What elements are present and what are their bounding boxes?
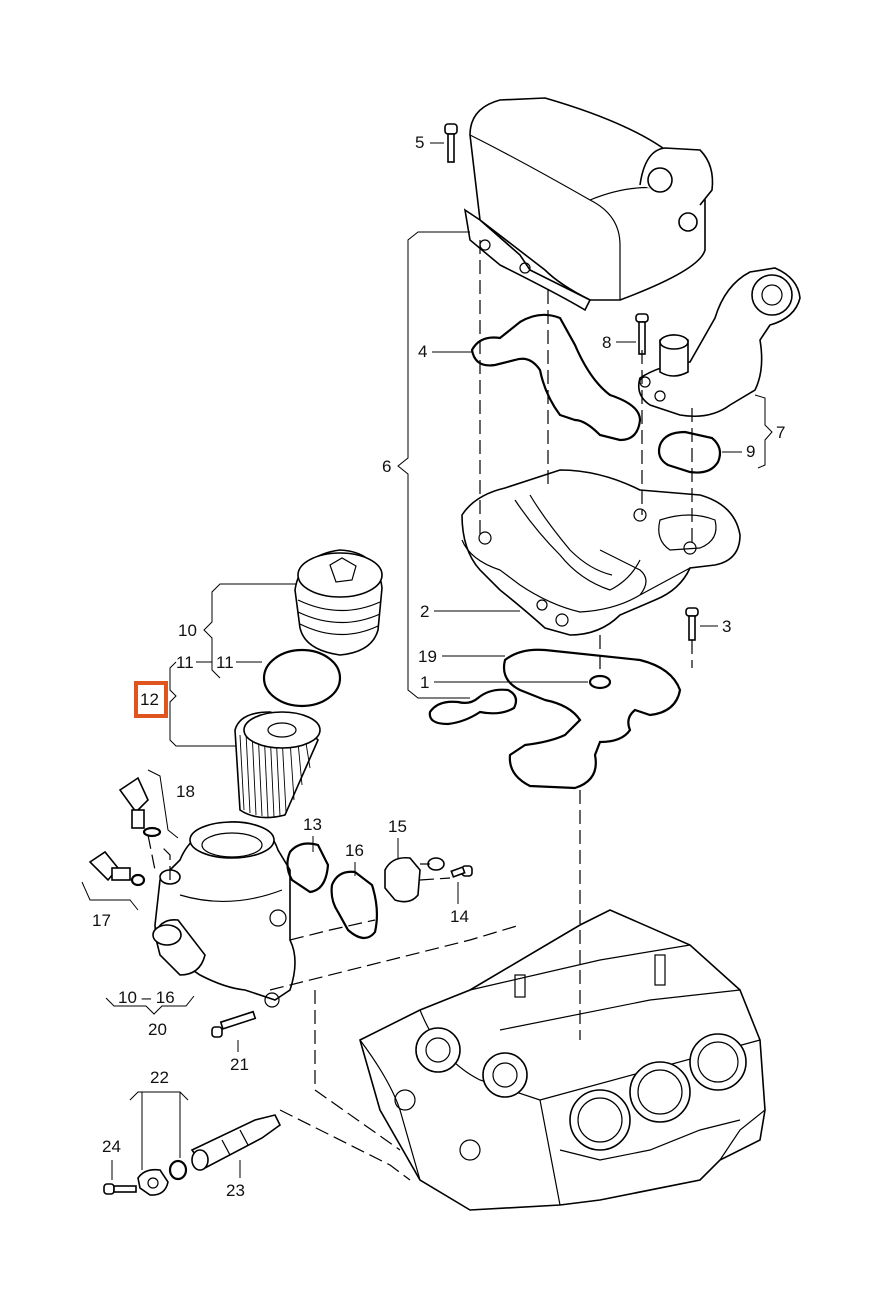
callout-21: 21: [230, 1055, 249, 1074]
alignment-line-12: [279, 1109, 411, 1181]
callout-11a: 11: [176, 653, 194, 672]
sensor-17[interactable]: [88, 850, 146, 887]
bolt-3[interactable]: [685, 607, 699, 641]
callout-19: 19: [418, 647, 437, 666]
callout-22: 22: [150, 1068, 169, 1087]
callout-15: 15: [388, 817, 407, 836]
gasket-16[interactable]: [330, 870, 379, 940]
alignment-line-14: [419, 877, 451, 881]
seal-9[interactable]: [657, 430, 722, 474]
oil-cooler[interactable]: [463, 97, 714, 312]
o-ring-1[interactable]: [588, 674, 612, 690]
alignment-line-11: [314, 990, 401, 1151]
callout-10: 10: [178, 621, 197, 640]
sensor-18[interactable]: [118, 776, 162, 838]
alignment-line-13: [289, 919, 376, 941]
callout-10-16: 10 – 16: [118, 988, 175, 1007]
callout-3: 3: [722, 617, 731, 636]
callout-1: 1: [420, 673, 429, 692]
o-ring-22[interactable]: [168, 1159, 188, 1181]
callout-16: 16: [345, 841, 364, 860]
callout-4: 4: [418, 342, 427, 361]
bolt-14[interactable]: [450, 865, 473, 878]
callout-6: 6: [382, 457, 391, 476]
alignment-line-10: [269, 924, 521, 991]
gasket-19[interactable]: [502, 648, 682, 790]
bracket-clip[interactable]: [137, 1168, 169, 1196]
callout-20: 20: [148, 1020, 167, 1039]
valve-23[interactable]: [190, 1114, 282, 1171]
callout-9: 9: [746, 442, 755, 461]
callout-7: 7: [776, 423, 785, 442]
callout-2: 2: [420, 602, 429, 621]
bolt-24[interactable]: [103, 1183, 137, 1195]
seal-small[interactable]: [428, 688, 518, 726]
callout-14: 14: [450, 907, 469, 926]
filter-element-12[interactable]: [234, 711, 321, 819]
callout-12: 12: [140, 690, 159, 709]
thermostat-15[interactable]: [384, 856, 445, 903]
callout-8: 8: [602, 333, 611, 352]
bolt-5[interactable]: [444, 123, 458, 163]
oil-filter-housing[interactable]: [152, 821, 296, 1008]
adapter-plate-2[interactable]: [461, 469, 741, 636]
callout-17: 17: [92, 911, 111, 930]
engine-block: [359, 909, 766, 1211]
bolt-8[interactable]: [635, 313, 649, 355]
gasket-4[interactable]: [470, 313, 642, 442]
seal-13[interactable]: [286, 842, 330, 894]
callout-23: 23: [226, 1181, 245, 1200]
bolt-21[interactable]: [211, 1010, 257, 1038]
callout-24: 24: [102, 1137, 121, 1156]
alignment-line-9: [147, 834, 156, 871]
callout-12-highlight: [134, 681, 168, 718]
alignment-line-8: [159, 844, 171, 880]
filter-cap-10[interactable]: [294, 549, 383, 656]
callout-18: 18: [176, 782, 195, 801]
callout-5: 5: [415, 133, 424, 152]
callout-13: 13: [303, 815, 322, 834]
filter-housing-7[interactable]: [637, 267, 801, 418]
callout-11b: 11: [216, 653, 234, 672]
o-ring-11[interactable]: [262, 648, 342, 708]
